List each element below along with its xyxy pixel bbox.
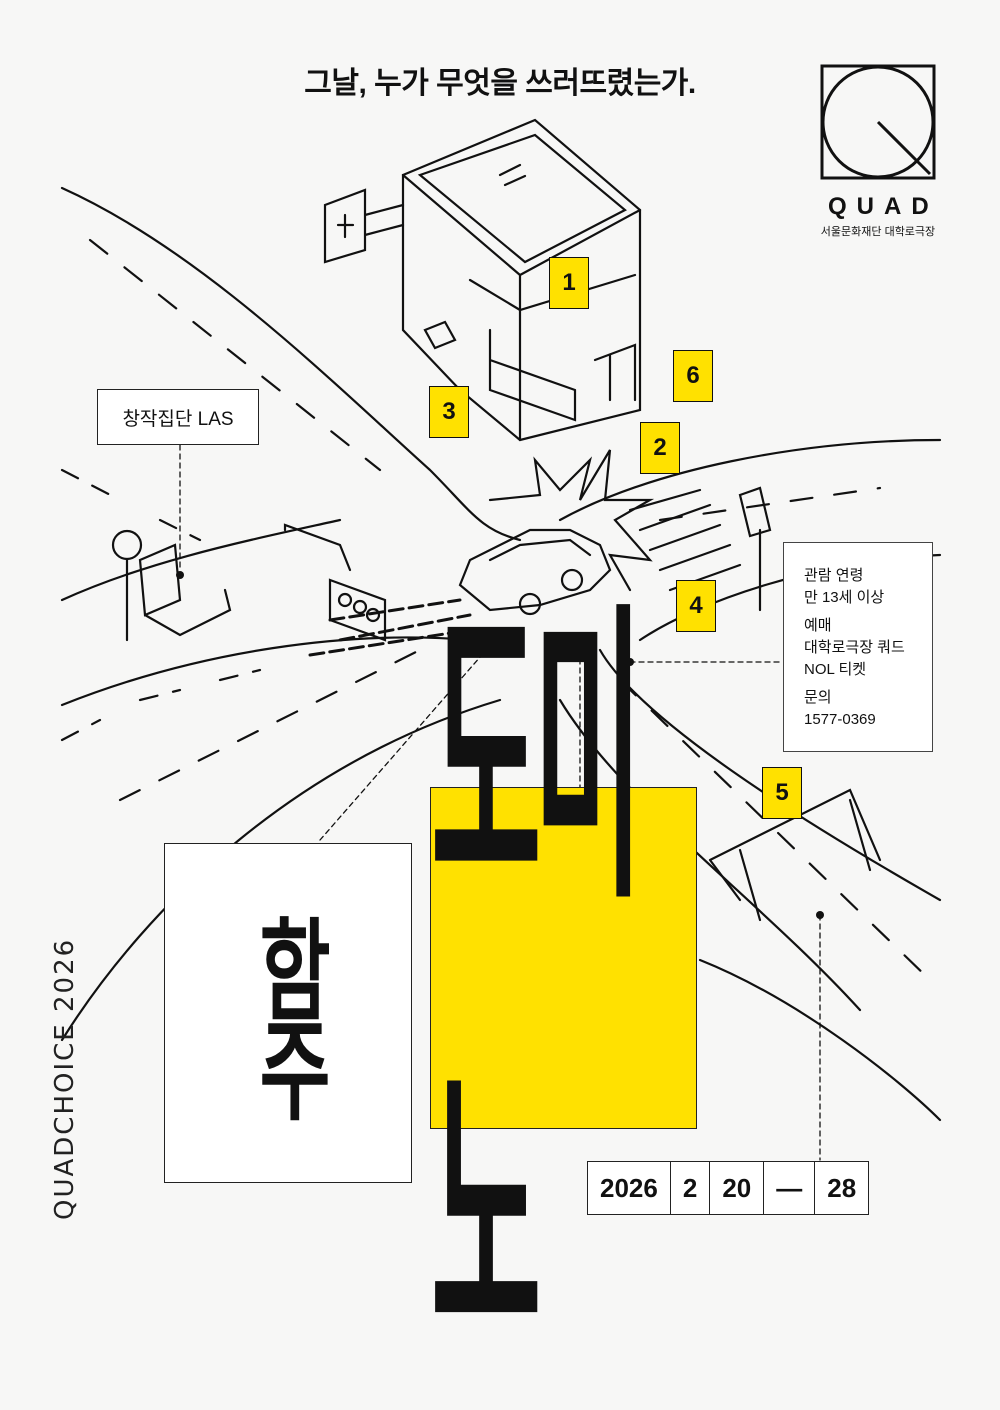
title-part2: 도미노	[431, 581, 644, 1395]
marker-2: 2	[640, 422, 680, 474]
date-dash: —	[764, 1162, 816, 1214]
company-label: 창작집단 LAS	[97, 389, 259, 445]
street-illustration	[60, 118, 942, 1161]
logo-subtitle: 서울문화재단 대학로극장	[820, 226, 936, 238]
date-range: 2026 2 20 — 28	[587, 1161, 870, 1215]
marker-1: 1	[549, 257, 589, 309]
marker-4: 4	[676, 580, 716, 632]
marker-6: 6	[673, 350, 713, 402]
quad-logo: QUAD 서울문화재단 대학로극장	[818, 64, 938, 239]
title-part1: 함주	[243, 913, 334, 1113]
contact-label: 문의	[804, 689, 832, 706]
quad-q-icon	[820, 64, 936, 180]
marker-5: 5	[762, 767, 802, 819]
contact-phone: 1577-0369	[804, 711, 876, 728]
ticket-venue: 대학로극장 쿼드	[804, 639, 905, 656]
title-part2-box: 도미노	[430, 581, 697, 1395]
ticket-label: 예매	[804, 617, 832, 634]
date-start: 20	[710, 1162, 765, 1214]
age-label: 관람 연령	[804, 567, 864, 584]
ticket-vendor: NOL 티켓	[804, 661, 867, 678]
date-month: 2	[671, 1162, 711, 1214]
logo-name: QUAD	[828, 193, 939, 220]
series-label: QUADCHOICE 2026	[50, 937, 80, 1220]
headline: 그날, 누가 무엇을 쓰러뜨렸는가.	[304, 67, 696, 100]
age-value: 만 13세 이상	[804, 589, 885, 606]
title-part1-box: 함주	[164, 843, 412, 1183]
marker-3: 3	[429, 386, 469, 438]
date-year: 2026	[588, 1162, 671, 1214]
date-end: 28	[827, 1172, 857, 1203]
